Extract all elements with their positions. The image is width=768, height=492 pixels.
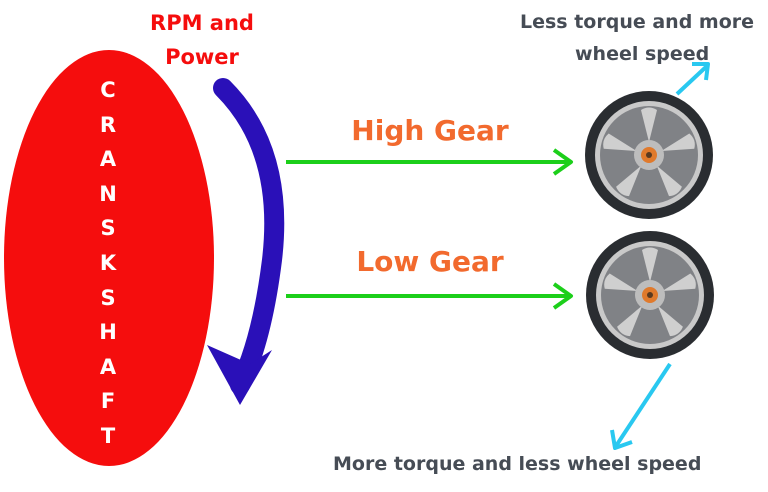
crankshaft-letter: C: [100, 78, 116, 102]
crankshaft-letter: A: [99, 147, 117, 172]
high-gear-wheel-icon: [585, 91, 713, 219]
top-caption: Less torque and more wheel speed: [520, 6, 754, 70]
low-gear-wheel-icon: [586, 231, 714, 359]
high-gear-label: High Gear: [351, 114, 509, 147]
crankshaft-letter: T: [100, 423, 116, 448]
crankshaft-letter: R: [99, 112, 117, 137]
bottom-pointer-arrow: [610, 362, 672, 450]
crankshaft-letter: K: [99, 250, 117, 275]
crankshaft-letter: F: [100, 389, 116, 414]
top-pointer-arrow: [675, 62, 710, 96]
low-gear-label: Low Gear: [356, 245, 504, 278]
crankshaft-ellipse: [4, 50, 214, 466]
low-gear-arrow: [286, 282, 573, 310]
high-gear-arrow: [286, 148, 573, 176]
rpm-label-line1: RPM and: [150, 11, 254, 35]
rotation-arrow-icon: [207, 78, 285, 405]
crankshaft-letter: A: [99, 354, 117, 379]
rpm-label-line2: Power: [165, 45, 239, 69]
crankshaft-letter: S: [100, 285, 116, 310]
crankshaft-letter: H: [99, 320, 117, 345]
crankshaft-label: C R A N S K S H A F T: [91, 73, 125, 454]
crankshaft-letter: S: [100, 216, 116, 241]
rpm-power-label: RPM and Power: [112, 6, 292, 74]
crankshaft-letter: N: [99, 181, 117, 206]
top-caption-line1: Less torque and more: [520, 11, 755, 33]
top-caption-line2: wheel speed: [575, 43, 710, 65]
bottom-caption: More torque and less wheel speed: [333, 453, 702, 475]
